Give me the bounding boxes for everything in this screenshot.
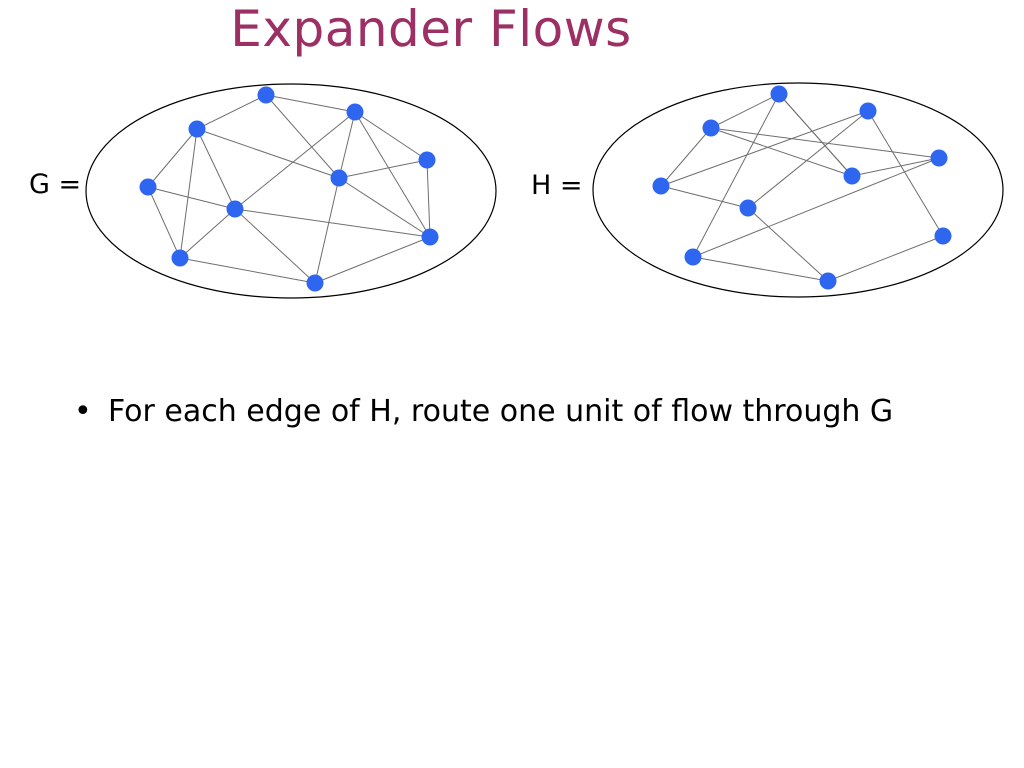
graph-h-node: [770, 85, 788, 103]
graph-h-node: [652, 177, 670, 195]
graph-h-nodes: [652, 85, 952, 290]
graph-h-edge: [710, 127, 853, 177]
slide-title: Expander Flows: [230, 0, 632, 58]
graph-h-edge: [692, 256, 829, 282]
graph-h-node: [859, 102, 877, 120]
graph-g-edges: [147, 94, 431, 284]
graph-g-node: [257, 86, 275, 104]
graph-g-edge: [147, 128, 198, 188]
graph-h-node: [684, 248, 702, 266]
graph-g: [85, 83, 497, 299]
graph-h-edge: [851, 157, 940, 177]
graph-g-node: [346, 103, 364, 121]
graph-h-node: [739, 199, 757, 217]
graph-h-ellipse: [592, 82, 1004, 298]
graph-h-edge: [747, 110, 869, 209]
graph-g-node: [139, 178, 157, 196]
graph-g-edge: [265, 94, 356, 113]
graph-h-node: [819, 272, 837, 290]
graph-h-edge: [710, 93, 780, 129]
graph-g-edge: [147, 186, 181, 259]
graph-h-edge: [660, 185, 749, 209]
graph-h-edge: [827, 235, 944, 282]
bullet-marker: •: [74, 394, 92, 429]
graph-h-edge: [692, 157, 940, 258]
graph-g-edge: [196, 94, 267, 130]
graph-g-ellipse: [85, 83, 497, 299]
graph-h-node: [930, 149, 948, 167]
graph-h-edge: [867, 110, 944, 237]
graph-h-node: [843, 167, 861, 185]
graph-g-edge: [338, 111, 356, 179]
graph-h-node: [702, 119, 720, 137]
graph-h-node: [934, 227, 952, 245]
graph-g-edge: [338, 159, 428, 179]
graph-h-label: H =: [531, 170, 583, 201]
graph-g-edge: [338, 177, 431, 238]
graph-h: [592, 82, 1004, 298]
graph-g-node: [188, 120, 206, 138]
graph-h-edge: [660, 127, 712, 187]
graph-g-edge: [179, 257, 316, 284]
graph-g-node: [418, 151, 436, 169]
graph-g-node: [330, 169, 348, 187]
graph-g-edge: [314, 236, 431, 284]
graph-g-edge: [234, 208, 316, 284]
graph-h-edge: [660, 110, 869, 187]
graph-h-edge: [778, 93, 853, 177]
graph-g-edge: [179, 208, 236, 259]
graph-g-edge: [426, 159, 431, 238]
graph-g-edge: [265, 94, 340, 179]
graph-g-edge: [196, 128, 236, 210]
graph-h-edge: [692, 93, 780, 258]
graph-g-edge: [354, 111, 431, 238]
graph-g-edge: [179, 128, 198, 259]
graph-h-edges: [660, 93, 944, 282]
graph-g-edge: [234, 208, 431, 238]
graph-g-edge: [196, 128, 340, 179]
graph-h-edge: [747, 207, 829, 282]
graph-g-node: [421, 228, 439, 246]
graph-g-edge: [147, 186, 236, 210]
bullet-text: For each edge of H, route one unit of fl…: [108, 394, 894, 429]
graph-g-label: G =: [29, 169, 82, 200]
graph-g-nodes: [139, 86, 439, 292]
graph-g-edge: [354, 111, 428, 161]
graph-g-edge: [314, 177, 340, 284]
graph-g-node: [171, 249, 189, 267]
graph-h-edge: [710, 127, 940, 159]
graph-g-edge: [234, 111, 356, 210]
bullet-item: • For each edge of H, route one unit of f…: [74, 392, 893, 432]
graph-g-node: [226, 200, 244, 218]
graph-g-node: [306, 274, 324, 292]
